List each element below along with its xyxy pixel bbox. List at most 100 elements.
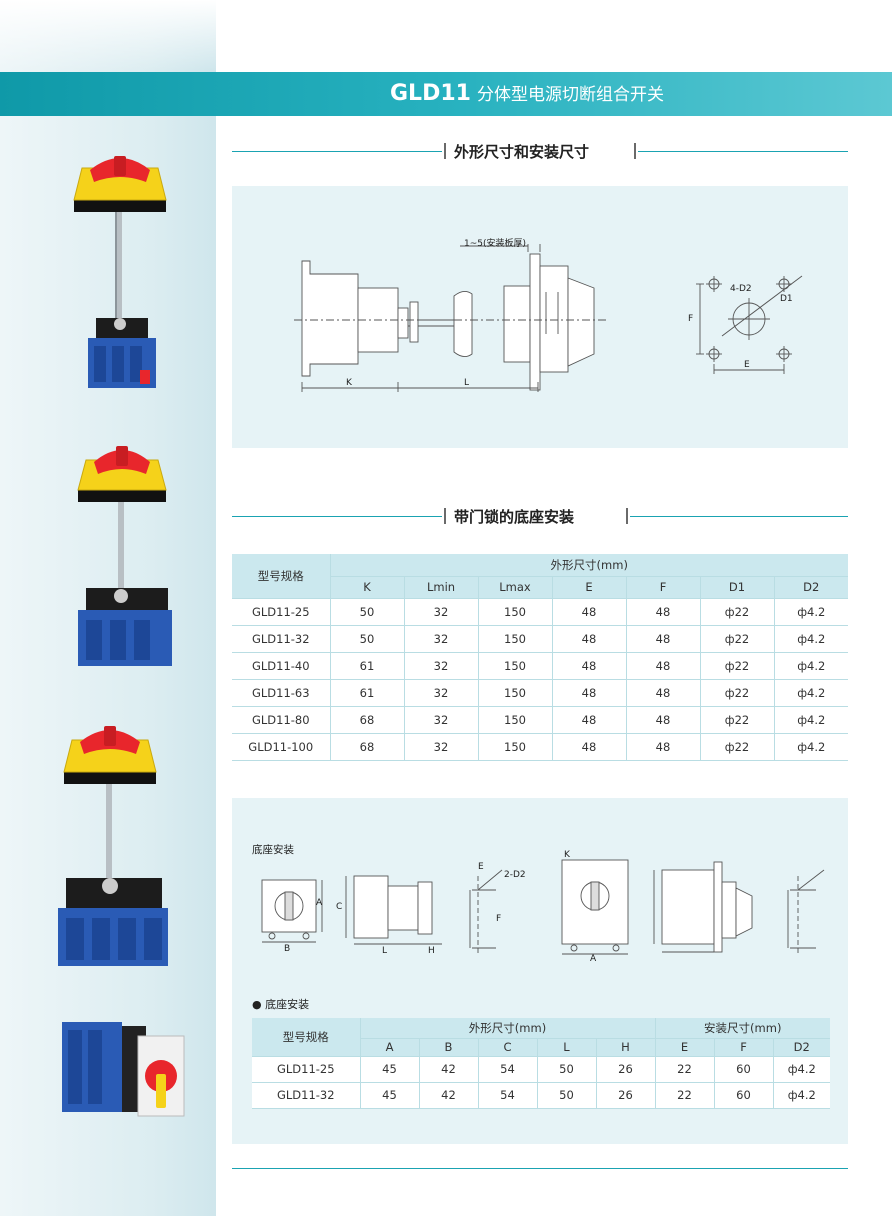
section-heading-dimensions: 外形尺寸和安装尺寸 — [232, 141, 848, 161]
table-heading-text: 底座安装 — [265, 998, 310, 1011]
col-header: Lmax — [477, 576, 552, 599]
value-cell: 48 — [625, 733, 700, 761]
col-header: E — [654, 1038, 714, 1057]
value-cell: ф4.2 — [773, 733, 848, 761]
value-cell: ф22 — [699, 679, 774, 707]
value-cell: 48 — [625, 625, 700, 653]
label-f: F — [496, 914, 502, 924]
value-cell: 50 — [536, 1082, 596, 1109]
value-cell: 48 — [551, 625, 626, 653]
label-l: L — [464, 378, 470, 388]
value-cell: 26 — [595, 1082, 655, 1109]
dimensions-group-header: 外形尺寸(mm) — [329, 554, 848, 577]
label-k: K — [346, 378, 352, 388]
value-cell: ф4.2 — [773, 706, 848, 734]
value-cell: 48 — [551, 706, 626, 734]
value-cell: ф4.2 — [773, 598, 848, 626]
col-header: K — [329, 576, 404, 599]
value-cell: 60 — [713, 1056, 773, 1083]
value-cell: ф22 — [699, 733, 774, 761]
table-row: GLD11-32 45 42 54 50 26 22 60 ф4.2 — [252, 1082, 830, 1109]
model-cell: GLD11-40 — [232, 652, 330, 680]
value-cell: 50 — [329, 625, 404, 653]
label-e: E — [744, 360, 750, 370]
value-cell: 32 — [403, 706, 478, 734]
value-cell: 48 — [551, 652, 626, 680]
label-2-d2: 2-D2 — [504, 870, 526, 880]
value-cell: 48 — [551, 679, 626, 707]
product-image-3 — [58, 726, 168, 966]
value-cell: 26 — [595, 1056, 655, 1083]
label-k: K — [564, 850, 570, 860]
model-header: 型号规格 — [232, 554, 330, 599]
section-heading-door-lock: 带门锁的底座安装 — [232, 506, 848, 526]
outline-group-header: 外形尺寸(mm) — [359, 1018, 655, 1039]
value-cell: 48 — [625, 679, 700, 707]
label-a2: A — [590, 954, 597, 964]
base-mount-drawing — [261, 859, 825, 956]
section-title-dimensions: 外形尺寸和安装尺寸 — [454, 143, 590, 161]
value-cell: 32 — [403, 679, 478, 707]
label-h: H — [428, 946, 435, 956]
value-cell: 150 — [477, 625, 552, 653]
value-cell: ф4.2 — [773, 679, 848, 707]
col-header: L — [536, 1038, 596, 1057]
value-cell: ф22 — [699, 625, 774, 653]
value-cell: 48 — [625, 598, 700, 626]
value-cell: 61 — [329, 679, 404, 707]
value-cell: ф4.2 — [772, 1082, 830, 1109]
value-cell: 45 — [359, 1056, 419, 1083]
value-cell: 50 — [329, 598, 404, 626]
label-plate-thickness: 1~5(安装板厚) — [464, 239, 527, 249]
col-header: D2 — [772, 1038, 830, 1057]
model-cell: GLD11-32 — [252, 1082, 360, 1109]
bullet-icon: ● — [252, 998, 262, 1011]
value-cell: ф4.2 — [773, 625, 848, 653]
col-header: A — [359, 1038, 419, 1057]
model-cell: GLD11-25 — [232, 598, 330, 626]
value-cell: 32 — [403, 733, 478, 761]
value-cell: 22 — [654, 1082, 714, 1109]
col-header: F — [625, 576, 700, 599]
dimension-table: 型号规格 外形尺寸(mm) K Lmin Lmax E F D1 D2 GLD1… — [232, 554, 848, 761]
col-header: B — [418, 1038, 478, 1057]
value-cell: 48 — [625, 652, 700, 680]
value-cell: 68 — [329, 706, 404, 734]
table-row: GLD11-80 68 32 150 48 48 ф22 ф4.2 — [232, 706, 848, 734]
value-cell: 50 — [536, 1056, 596, 1083]
base-mount-panel: 底座安装 A B C L H E 2-D2 F — [232, 798, 848, 1144]
col-header: Lmin — [403, 576, 478, 599]
bottom-divider — [232, 1168, 848, 1169]
model-cell: GLD11-63 — [232, 679, 330, 707]
table-row: GLD11-100 68 32 150 48 48 ф22 ф4.2 — [232, 733, 848, 761]
value-cell: 42 — [418, 1082, 478, 1109]
product-model: GLD11 — [390, 81, 471, 106]
base-mount-drawing-title: 底座安装 — [252, 844, 294, 856]
label-c: C — [336, 902, 343, 912]
col-header: H — [595, 1038, 655, 1057]
model-cell: GLD11-25 — [252, 1056, 360, 1083]
table-row: GLD11-32 50 32 150 48 48 ф22 ф4.2 — [232, 625, 848, 653]
product-image-4 — [62, 1022, 185, 1117]
col-header: C — [477, 1038, 537, 1057]
label-b: B — [284, 944, 291, 954]
model-header: 型号规格 — [252, 1018, 360, 1057]
value-cell: 150 — [477, 652, 552, 680]
value-cell: 54 — [477, 1056, 537, 1083]
value-cell: ф22 — [699, 652, 774, 680]
value-cell: ф22 — [699, 598, 774, 626]
value-cell: 48 — [551, 733, 626, 761]
model-cell: GLD11-80 — [232, 706, 330, 734]
base-mount-table: 型号规格 外形尺寸(mm) 安装尺寸(mm) A B C L H E F D2 … — [252, 1018, 830, 1109]
value-cell: 150 — [477, 679, 552, 707]
col-header: F — [713, 1038, 773, 1057]
model-cell: GLD11-100 — [232, 733, 330, 761]
product-image-1 — [73, 156, 167, 388]
table-row: GLD11-25 45 42 54 50 26 22 60 ф4.2 — [252, 1056, 830, 1083]
table-row: GLD11-25 50 32 150 48 48 ф22 ф4.2 — [232, 598, 848, 626]
label-4-d2: 4-D2 — [730, 284, 752, 294]
value-cell: 60 — [713, 1082, 773, 1109]
table-row: GLD11-63 61 32 150 48 48 ф22 ф4.2 — [232, 679, 848, 707]
table-heading-base-mount: ● 底座安装 — [252, 996, 309, 1012]
